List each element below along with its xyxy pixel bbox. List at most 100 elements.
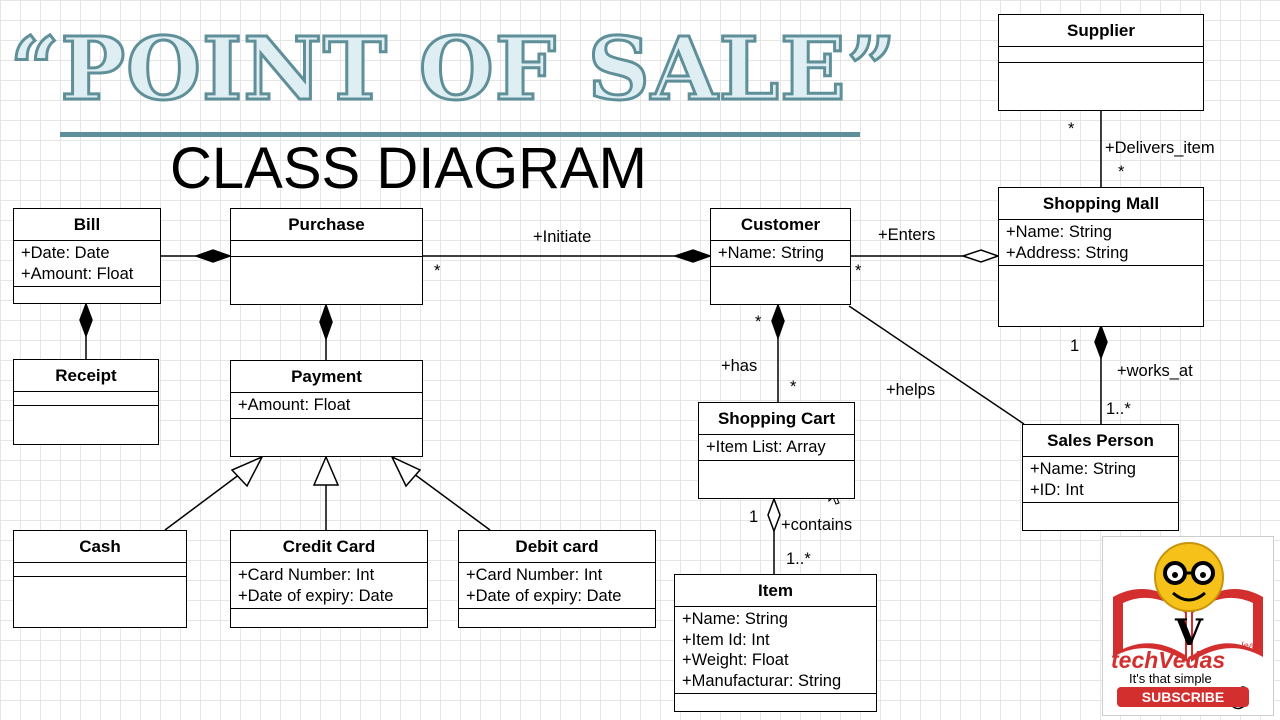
class-name: Supplier	[999, 15, 1203, 47]
purchase-payment-diamond	[319, 302, 333, 342]
attribute: +Item Id: Int	[682, 630, 770, 649]
class-item: Item +Name: String +Item Id: Int +Weight…	[674, 574, 877, 712]
attribute: +ID: Int	[1030, 480, 1084, 499]
attribute: +Card Number: Int	[466, 566, 603, 584]
class-operations	[675, 694, 876, 711]
class-attributes	[14, 563, 186, 577]
class-receipt: Receipt	[13, 359, 159, 445]
multiplicity-sales: 1..*	[1106, 400, 1131, 418]
customer-cart-diamond	[771, 302, 785, 341]
multiplicity-mall-supplier: *	[1118, 163, 1125, 181]
multiplicity-mall-sales: 1	[1070, 337, 1080, 355]
class-shopping-cart: Shopping Cart +Item List: Array	[698, 402, 855, 499]
mall-sales-diamond	[1094, 323, 1108, 361]
label-works-at: +works_at	[1117, 362, 1193, 380]
class-operations	[231, 257, 422, 304]
class-cash: Cash	[13, 530, 187, 628]
title-underline	[60, 132, 860, 137]
attribute: +Weight: Float	[682, 651, 789, 669]
multiplicity-cart-item: 1	[749, 508, 759, 526]
class-operations	[231, 419, 422, 457]
customer-sales-line	[848, 305, 1025, 425]
debit-payment-arrow	[390, 455, 422, 488]
class-operations	[459, 609, 655, 627]
bill-receipt-diamond	[79, 301, 93, 339]
attribute: +Amount: Float	[21, 264, 134, 283]
multiplicity-cart: *	[790, 378, 797, 396]
class-attributes: +Item List: Array	[699, 435, 854, 461]
bill-purchase-diamond	[193, 249, 233, 263]
class-attributes: +Card Number: Int +Date of expiry: Date	[459, 563, 655, 609]
class-name: Bill	[14, 209, 160, 241]
multiplicity-item: 1..*	[786, 550, 811, 568]
multiplicity-customer-mall: *	[855, 262, 862, 280]
class-bill: Bill +Date: Date +Amount: Float	[13, 208, 161, 304]
attribute: +Name: String	[682, 610, 788, 628]
customer-mall-diamond	[960, 249, 1001, 263]
attribute: +Item List: Array	[706, 438, 826, 456]
class-attributes: +Name: String +ID: Int	[1023, 457, 1178, 503]
class-sales-person: Sales Person +Name: String +ID: Int	[1022, 424, 1179, 531]
class-debit-card: Debit card +Card Number: Int +Date of ex…	[458, 530, 656, 628]
label-has: +has	[721, 357, 758, 375]
debit-payment-line	[409, 470, 491, 531]
class-operations	[699, 461, 854, 499]
class-name: Payment	[231, 361, 422, 393]
class-name: Debit card	[459, 531, 655, 563]
class-name: Shopping Cart	[699, 403, 854, 435]
class-purchase: Purchase	[230, 208, 423, 305]
class-name: Receipt	[14, 360, 158, 392]
class-attributes: +Date: Date +Amount: Float	[14, 241, 160, 287]
channel-logo: V techVedas learn It's that simple SUBSC…	[1102, 536, 1274, 716]
purchase-customer-diamond	[672, 249, 713, 263]
cart-item-diamond	[767, 496, 781, 534]
class-supplier: Supplier	[998, 14, 1204, 111]
class-operations	[1023, 503, 1178, 530]
attribute: +Name: String	[1030, 460, 1136, 478]
class-attributes: +Name: String +Item Id: Int +Weight: Flo…	[675, 607, 876, 694]
attribute: +Manufacturar: String	[682, 671, 842, 690]
attribute: +Name: String	[1006, 223, 1112, 241]
class-payment: Payment +Amount: Float	[230, 360, 423, 457]
class-operations	[14, 287, 160, 303]
class-attributes: +Name: String	[711, 241, 850, 267]
attribute: +Amount: Float	[238, 396, 351, 414]
diagram-subtitle: CLASS DIAGRAM	[170, 136, 647, 201]
class-name: Item	[675, 575, 876, 607]
attribute: +Date of expiry: Date	[238, 586, 394, 605]
class-operations	[14, 406, 158, 444]
class-attributes	[999, 47, 1203, 63]
label-initiate: +Initiate	[533, 228, 592, 246]
attribute: +Date: Date	[21, 244, 110, 262]
class-attributes: +Amount: Float	[231, 393, 422, 419]
class-operations	[231, 609, 427, 627]
class-operations	[999, 63, 1203, 110]
diagram-title: “POINT OF SALE”	[8, 19, 898, 120]
attribute: +Card Number: Int	[238, 566, 375, 584]
class-credit-card: Credit Card +Card Number: Int +Date of e…	[230, 530, 428, 628]
class-attributes	[231, 241, 422, 257]
logo-learn: learn	[1241, 641, 1264, 652]
multiplicity-purchase: *	[434, 262, 441, 280]
class-name: Purchase	[231, 209, 422, 241]
attribute: +Address: String	[1006, 243, 1129, 262]
class-attributes: +Name: String +Address: String	[999, 220, 1203, 266]
logo-brand: techVedas	[1111, 647, 1226, 673]
class-attributes: +Card Number: Int +Date of expiry: Date	[231, 563, 427, 609]
multiplicity-customer-cart: *	[755, 313, 762, 331]
subscribe-button[interactable]: SUBSCRIBE	[1117, 687, 1249, 707]
logo-tagline: It's that simple	[1129, 671, 1212, 686]
class-customer: Customer +Name: String	[710, 208, 851, 305]
attribute: +Name: String	[718, 244, 824, 262]
class-shopping-mall: Shopping Mall +Name: String +Address: St…	[998, 187, 1204, 327]
label-enters: +Enters	[878, 226, 936, 244]
class-operations	[14, 577, 186, 627]
cash-payment-arrow	[230, 455, 264, 488]
class-name: Cash	[14, 531, 186, 563]
label-helps: +helps	[886, 381, 936, 399]
smiley-book-icon: V	[1113, 542, 1263, 710]
label-delivers-item: +Delivers_item	[1105, 139, 1215, 157]
class-name: Customer	[711, 209, 850, 241]
multiplicity-supplier: *	[1068, 120, 1075, 138]
class-name: Credit Card	[231, 531, 427, 563]
